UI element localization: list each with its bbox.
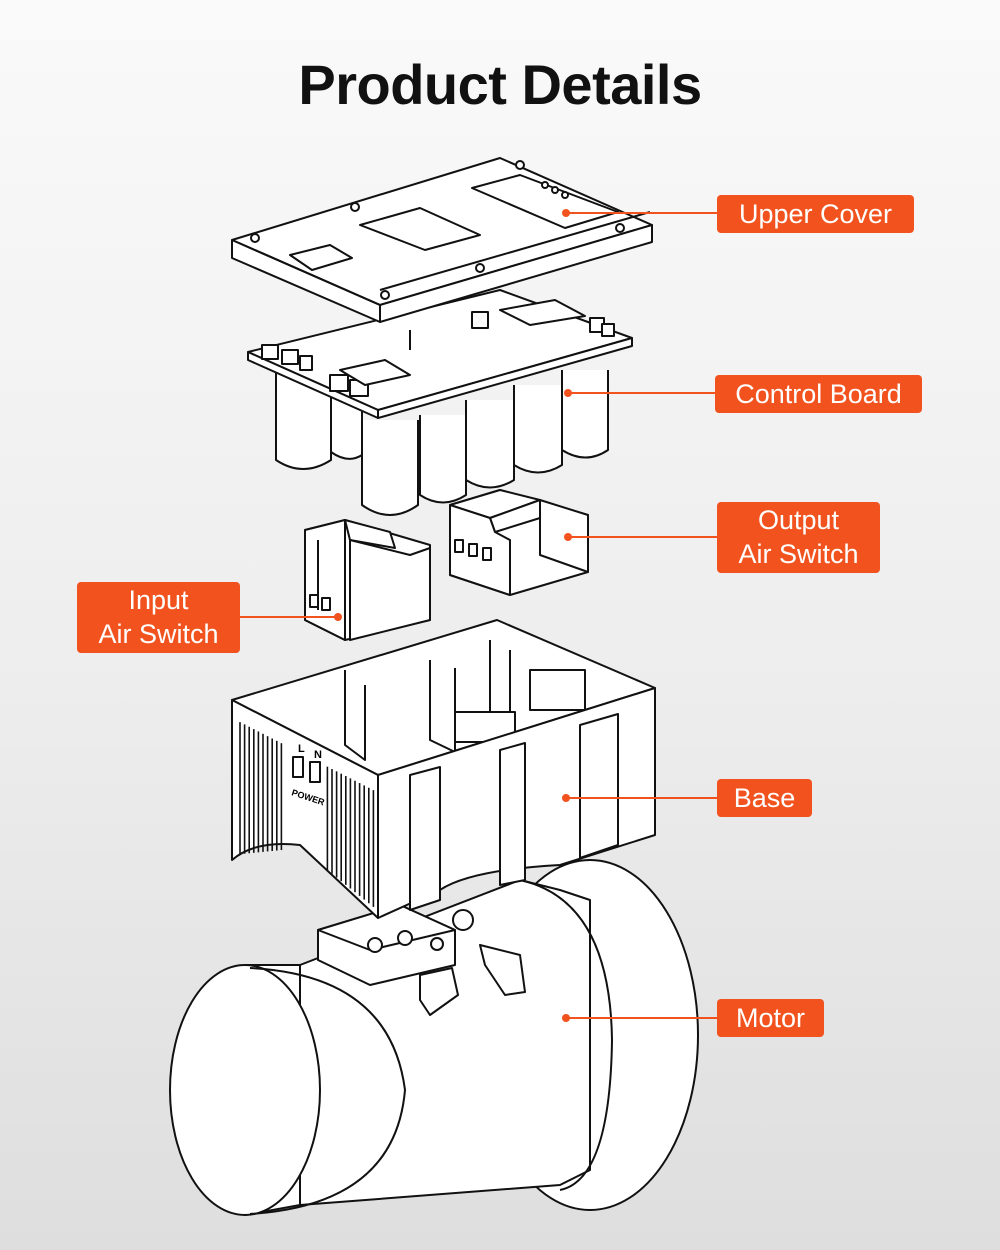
label-base: Base <box>717 779 812 817</box>
label-control-board: Control Board <box>715 375 922 413</box>
label-upper-cover: Upper Cover <box>717 195 914 233</box>
leader-dot-motor <box>562 1014 570 1022</box>
upper-cover-part <box>231 157 653 323</box>
leader-dot-upper-cover <box>562 209 570 217</box>
label-input-air-switch: Input Air Switch <box>77 582 240 653</box>
leader-dot-control-board <box>564 389 572 397</box>
label-input-line2: Air Switch <box>98 619 219 649</box>
leader-dot-input-air-switch <box>334 613 342 621</box>
page-title: Product Details <box>298 53 702 116</box>
label-input-line1: Input <box>128 585 189 615</box>
base-vents <box>239 722 375 907</box>
label-motor-text: Motor <box>735 1003 806 1033</box>
label-output-air-switch: Output Air Switch <box>717 502 880 573</box>
control-board-part <box>247 289 633 516</box>
leader-lines <box>240 209 717 1022</box>
label-motor: Motor <box>717 999 824 1037</box>
label-control-board-text: Control Board <box>735 379 902 409</box>
label-upper-cover-text: Upper Cover <box>738 199 893 229</box>
label-output-line2: Air Switch <box>738 539 859 569</box>
motor-part <box>169 859 699 1216</box>
base-marking-n: N <box>314 749 322 761</box>
label-base-text: Base <box>733 783 796 813</box>
base-marking-l: L <box>298 743 305 755</box>
leader-dot-output-air-switch <box>564 533 572 541</box>
input-air-switch-part <box>304 519 431 641</box>
base-part <box>231 619 656 919</box>
leader-dot-base <box>562 794 570 802</box>
output-air-switch-part <box>449 489 589 596</box>
label-output-line1: Output <box>757 505 840 535</box>
